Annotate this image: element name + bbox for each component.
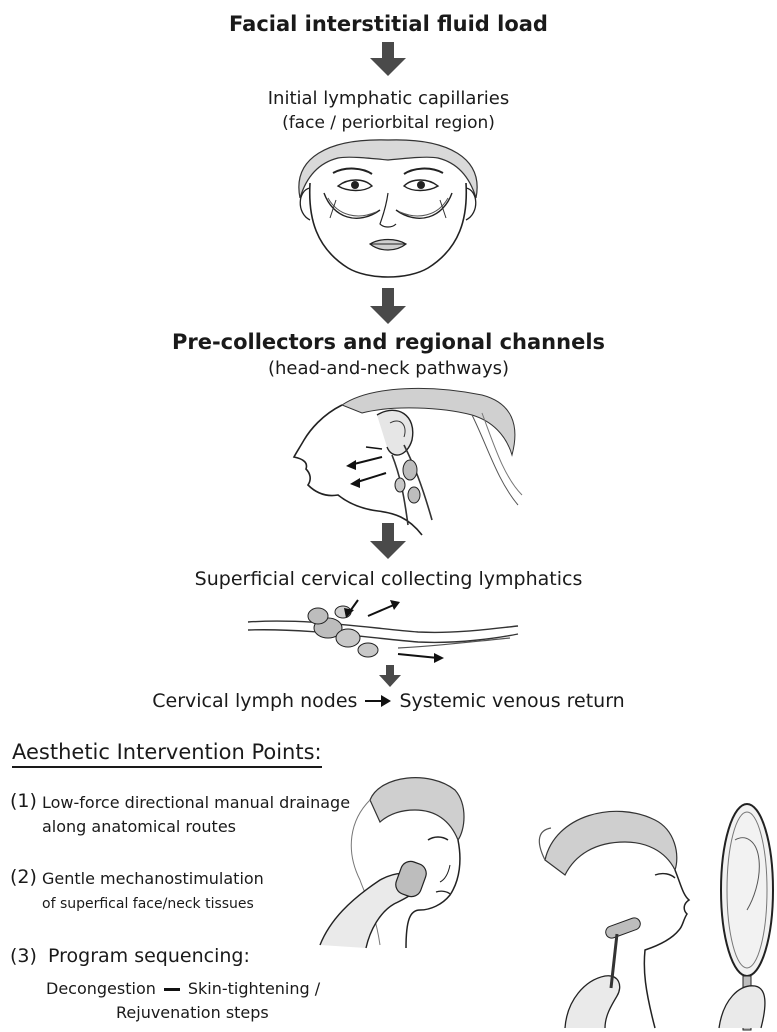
skin-tightening-label: Skin-tightening / [188, 978, 320, 1000]
collecting-vessel-illustration [248, 598, 518, 668]
systemic-venous-return-label: Systemic venous return [399, 690, 624, 712]
item-3-sequence: Decongestion Skin-tightening / [46, 978, 320, 1000]
step-initial-capillaries-sub: (face / periorbital region) [0, 113, 777, 133]
dash-icon [164, 988, 180, 991]
item-3-number: (3) [10, 945, 37, 967]
down-arrow-icon [379, 665, 401, 689]
down-arrow-icon [368, 42, 408, 78]
interventions-heading: Aesthetic Intervention Points: [12, 740, 322, 764]
face-illustration [288, 138, 488, 283]
item-3-line1: Program sequencing: [48, 945, 250, 967]
down-arrow-icon [368, 288, 408, 326]
item-2-number: (2) [10, 866, 37, 888]
right-arrow-icon [365, 694, 391, 708]
item-2-line2: of superfical face/neck tissues [42, 894, 254, 914]
cervical-lymph-nodes-label: Cervical lymph nodes [152, 690, 357, 712]
step-pre-collectors: Pre-collectors and regional channels [0, 330, 777, 354]
step-cervical-collecting: Superficial cervical collecting lymphati… [0, 568, 777, 590]
woman-mirror-roller-illustration [505, 800, 775, 1030]
down-arrow-icon [368, 523, 408, 561]
step-pre-collectors-sub: (head-and-neck pathways) [0, 358, 777, 379]
item-1-line2: along anatomical routes [42, 816, 236, 838]
item-3-line3: Rejuvenation steps [116, 1002, 269, 1024]
item-2-line1: Gentle mechanostimulation [42, 868, 264, 890]
item-1-line1: Low-force directional manual drainage [42, 792, 350, 814]
heading-underline [12, 766, 322, 768]
step-final-row: Cervical lymph nodes Systemic venous ret… [0, 690, 777, 712]
woman-manual-drainage-illustration [310, 770, 470, 950]
neck-profile-illustration [282, 385, 522, 535]
step-initial-capillaries: Initial lymphatic capillaries [0, 88, 777, 109]
step-facial-fluid-load: Facial interstitial fluid load [0, 12, 777, 36]
decongestion-label: Decongestion [46, 978, 156, 1000]
item-1-number: (1) [10, 790, 37, 812]
